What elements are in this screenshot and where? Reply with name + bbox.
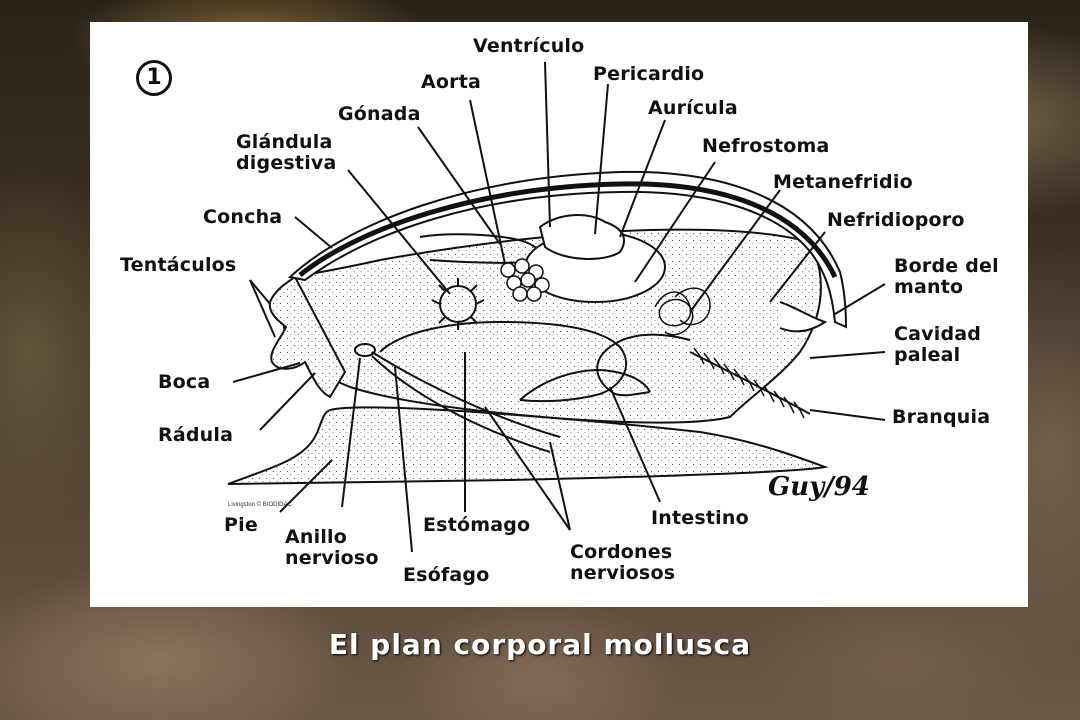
label-cordones-nerviosos: Cordones nerviosos — [570, 541, 676, 584]
label-pericardio: Pericardio — [593, 63, 705, 85]
mantle-edge — [779, 301, 828, 333]
visceral-mass — [282, 228, 822, 424]
gonad-cluster — [500, 258, 550, 302]
digestive-gland — [431, 278, 485, 330]
label-metanefridio: Metanefridio — [773, 171, 913, 193]
slide-caption: El plan corporal mollusca — [328, 628, 752, 661]
label-cavidad-paleal: Cavidad paleal — [894, 323, 982, 366]
label-glandula-digestiva: Glándula digestiva — [236, 131, 337, 174]
label-ventriculo: Ventrículo — [473, 35, 585, 57]
leader-lines — [232, 61, 886, 553]
label-radula: Rádula — [158, 424, 234, 446]
label-aorta: Aorta — [421, 71, 482, 93]
credit-text: Livingston © BIODIDAC — [228, 502, 292, 508]
nerve-cords-shape — [371, 351, 561, 453]
label-intestino: Intestino — [651, 507, 749, 529]
gill-ctenidium — [689, 347, 811, 419]
label-concha: Concha — [203, 206, 283, 228]
artist-signature: Guy/94 — [768, 472, 870, 502]
label-anillo-nervioso: Anillo nervioso — [285, 526, 379, 569]
label-boca: Boca — [158, 371, 211, 393]
mollusc-body-illustration — [227, 61, 886, 553]
label-estomago: Estómago — [423, 514, 531, 536]
stomach-outline — [379, 320, 627, 403]
shell-inner-layer — [298, 181, 838, 279]
label-nefridioporo: Nefridioporo — [827, 209, 965, 231]
label-pie: Pie — [224, 514, 258, 536]
metanephridium-coils — [654, 287, 711, 336]
label-esofago: Esófago — [403, 564, 490, 586]
ventricle-shape — [538, 214, 625, 260]
label-nefrostoma: Nefrostoma — [702, 135, 830, 157]
label-borde-del-manto: Borde del manto — [894, 255, 999, 298]
mollusc-diagram: 1 Ventrículo Pericardio Aorta Aurícula G… — [90, 22, 1028, 607]
label-gonada: Gónada — [338, 103, 421, 125]
foot-shape — [227, 406, 829, 485]
nerve-ring-shape — [354, 343, 376, 357]
figure-number: 1 — [136, 60, 172, 96]
label-auricula: Aurícula — [648, 97, 738, 119]
label-branquia: Branquia — [892, 406, 991, 428]
label-tentaculos: Tentáculos — [120, 254, 237, 276]
